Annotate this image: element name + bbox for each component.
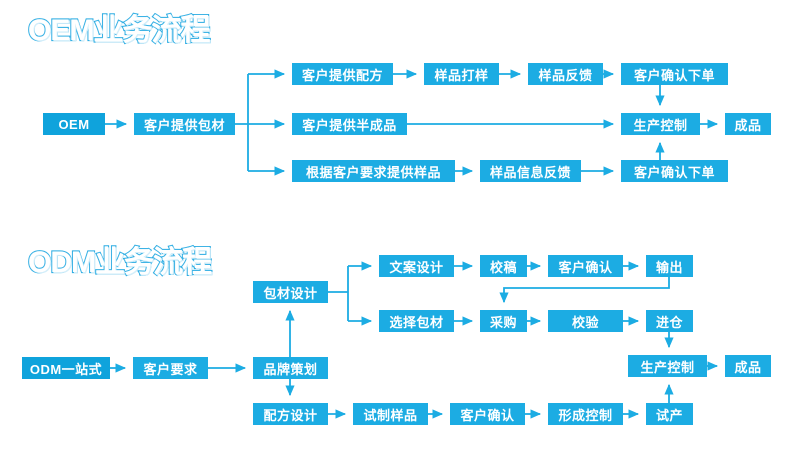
flow-node-odm_choose[interactable]: 选择包材 <box>379 310 454 332</box>
section-title-oem: OEM业务流程 <box>27 14 212 47</box>
flow-node-odm_confirm1[interactable]: 客户确认 <box>548 255 623 277</box>
flow-node-odm_verify[interactable]: 校验 <box>548 310 623 332</box>
flow-node-odm_req[interactable]: 客户要求 <box>133 357 208 379</box>
flow-node-oem_product[interactable]: 成品 <box>725 113 771 135</box>
flow-node-odm_packdes[interactable]: 包材设计 <box>253 281 328 303</box>
flow-node-odm_pilot[interactable]: 试产 <box>646 403 693 425</box>
flow-node-odm_instock[interactable]: 进仓 <box>646 310 693 332</box>
flow-node-oem_order_top[interactable]: 客户确认下单 <box>621 63 728 85</box>
flow-node-odm_proof[interactable]: 校稿 <box>480 255 527 277</box>
flow-node-oem_req_sample[interactable]: 根据客户要求提供样品 <box>292 160 455 182</box>
flow-node-odm_formula[interactable]: 配方设计 <box>253 403 328 425</box>
flow-node-odm_trial[interactable]: 试制样品 <box>353 403 428 425</box>
flow-node-odm_product[interactable]: 成品 <box>725 355 771 377</box>
flow-node-odm_start[interactable]: ODM一站式 <box>22 357 110 379</box>
flow-node-odm_copy[interactable]: 文案设计 <box>379 255 454 277</box>
flow-node-odm_confirm2[interactable]: 客户确认 <box>450 403 525 425</box>
flow-node-oem_start[interactable]: OEM <box>43 113 105 135</box>
flow-node-odm_output[interactable]: 输出 <box>646 255 693 277</box>
section-title-odm: ODM业务流程 <box>27 246 213 279</box>
flow-node-oem_prod_ctrl[interactable]: 生产控制 <box>621 113 700 135</box>
arrow-odm-output-to-purchase <box>499 277 670 304</box>
flow-node-odm_purchase[interactable]: 采购 <box>480 310 527 332</box>
flow-node-oem_sample[interactable]: 样品打样 <box>424 63 499 85</box>
flow-node-odm_prodctrl[interactable]: 生产控制 <box>628 355 707 377</box>
flow-node-oem_order_bot[interactable]: 客户确认下单 <box>621 160 728 182</box>
flow-node-oem_formula[interactable]: 客户提供配方 <box>292 63 393 85</box>
flow-node-oem_info_fb[interactable]: 样品信息反馈 <box>480 160 581 182</box>
flow-node-oem_feedback[interactable]: 样品反馈 <box>528 63 603 85</box>
flow-node-odm_formctrl[interactable]: 形成控制 <box>548 403 623 425</box>
flow-node-oem_semi[interactable]: 客户提供半成品 <box>292 113 407 135</box>
flow-node-odm_brand[interactable]: 品牌策划 <box>253 357 328 379</box>
flow-node-oem_pack[interactable]: 客户提供包材 <box>134 113 235 135</box>
